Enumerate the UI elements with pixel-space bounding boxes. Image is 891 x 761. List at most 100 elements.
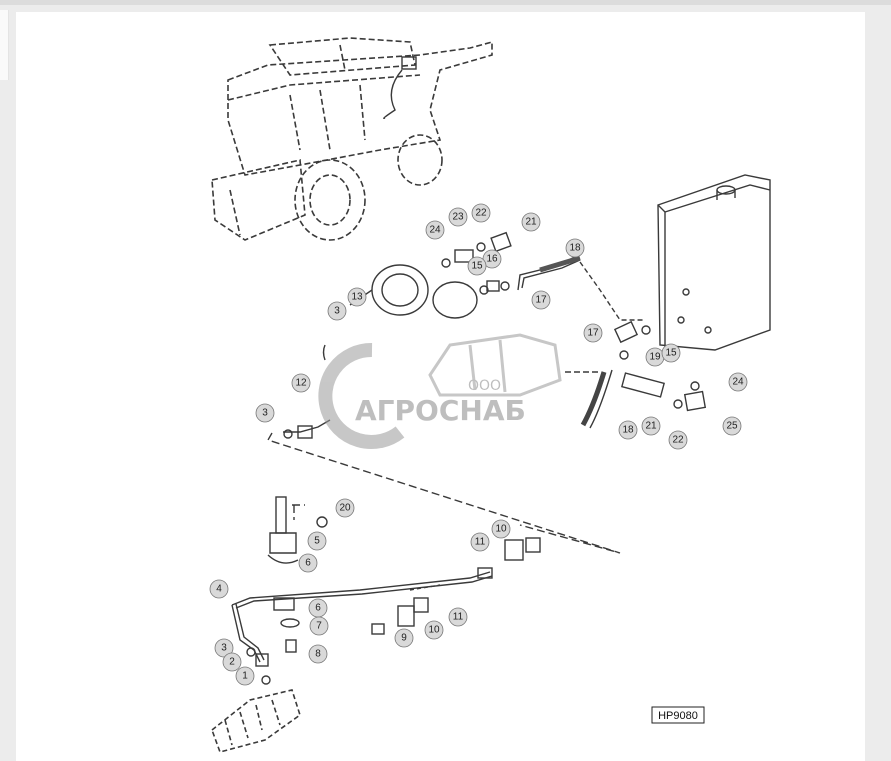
watermark-prefix: ООО — [468, 378, 501, 394]
callout-circle — [424, 620, 444, 640]
callout-label: 11 — [453, 612, 464, 623]
callout-label: 12 — [295, 378, 307, 389]
callout-circle — [327, 301, 347, 321]
callout-3: 3 — [214, 638, 234, 658]
callout-label: 6 — [315, 603, 321, 614]
callout-2: 2 — [222, 652, 242, 672]
callout-label: 25 — [726, 421, 738, 432]
callout-5: 5 — [307, 531, 327, 551]
callout-label: 21 — [645, 421, 657, 432]
left-fitting-assembly — [283, 344, 331, 439]
callout-circle — [491, 519, 511, 539]
callout-18: 18 — [618, 420, 638, 440]
callout-circle — [308, 644, 328, 664]
callout-3: 3 — [255, 403, 275, 423]
callout-label: 18 — [569, 243, 581, 254]
side-panel-edge — [0, 10, 9, 80]
bottom-line-assembly — [231, 496, 541, 685]
callout-label: 10 — [495, 524, 507, 535]
callout-4: 4 — [209, 579, 229, 599]
callout-label: 10 — [428, 625, 440, 636]
callout-19: 19 — [645, 347, 665, 367]
callout-circle — [235, 666, 255, 686]
callout-label: 22 — [672, 435, 684, 446]
callout-label: 15 — [471, 261, 483, 272]
callout-13: 13 — [347, 287, 367, 307]
callout-circle — [641, 416, 661, 436]
callout-label: 20 — [339, 503, 351, 514]
callout-circle — [531, 290, 551, 310]
callout-1: 1 — [235, 666, 255, 686]
dashed-leader-lines — [266, 432, 621, 554]
callout-25: 25 — [722, 416, 742, 436]
callout-circle — [583, 323, 603, 343]
callout-circle — [394, 628, 414, 648]
callout-18: 18 — [565, 238, 585, 258]
watermark-company-name: АГРОСНАБ — [355, 394, 526, 427]
callout-label: 15 — [665, 348, 677, 359]
callout-circle — [255, 403, 275, 423]
callout-circle — [298, 553, 318, 573]
gear-logo-icon — [318, 342, 405, 449]
callout-circle — [521, 212, 541, 232]
callout-20: 20 — [335, 498, 355, 518]
reference-code-box: HP9080 — [651, 706, 705, 724]
callout-11: 11 — [470, 532, 490, 552]
harvester-logo-icon — [428, 333, 562, 397]
reference-code: HP9080 — [658, 710, 698, 722]
combine-harvester-sketch — [211, 37, 493, 241]
callout-circle — [448, 607, 468, 627]
callout-label: 22 — [475, 208, 487, 219]
callout-15: 15 — [467, 256, 487, 276]
callout-label: 11 — [475, 537, 486, 548]
callout-6: 6 — [308, 598, 328, 618]
callout-22: 22 — [668, 430, 688, 450]
callout-circle — [425, 220, 445, 240]
callout-circle — [471, 203, 491, 223]
callout-circle — [309, 616, 329, 636]
callout-21: 21 — [521, 212, 541, 232]
callout-label: 2 — [229, 657, 235, 668]
callout-17: 17 — [531, 290, 551, 310]
callout-12: 12 — [291, 373, 311, 393]
callout-label: 3 — [334, 306, 340, 317]
callout-label: 4 — [216, 584, 222, 595]
callout-circle — [291, 373, 311, 393]
callout-label: 23 — [452, 212, 464, 223]
callout-label: 19 — [649, 352, 661, 363]
callout-circle — [214, 638, 234, 658]
callout-label: 5 — [314, 536, 320, 547]
pump-assembly — [349, 264, 478, 319]
callout-label: 17 — [535, 295, 547, 306]
callout-24: 24 — [728, 372, 748, 392]
callout-15: 15 — [661, 343, 681, 363]
callout-3: 3 — [327, 301, 347, 321]
callout-circle — [618, 420, 638, 440]
callout-24: 24 — [425, 220, 445, 240]
callout-circle — [467, 256, 487, 276]
hydraulic-motor-sketch — [211, 689, 301, 753]
callout-21: 21 — [641, 416, 661, 436]
callout-8: 8 — [308, 644, 328, 664]
callout-circle — [661, 343, 681, 363]
callout-circle — [722, 416, 742, 436]
callout-circle — [307, 531, 327, 551]
callout-23: 23 — [448, 207, 468, 227]
lower-hose-assembly — [565, 320, 707, 429]
callout-label: 1 — [242, 671, 248, 682]
hydraulic-tank — [657, 174, 771, 351]
callout-label: 3 — [262, 408, 268, 419]
callout-circle — [335, 498, 355, 518]
callout-circle — [728, 372, 748, 392]
callout-circle — [222, 652, 242, 672]
callout-label: 17 — [587, 328, 599, 339]
callout-label: 6 — [305, 558, 311, 569]
callout-circle — [347, 287, 367, 307]
company-watermark: ООО АГРОСНАБ — [318, 333, 562, 449]
upper-hose-assembly — [441, 231, 645, 321]
top-border — [0, 0, 891, 5]
callout-7: 7 — [309, 616, 329, 636]
callout-17: 17 — [583, 323, 603, 343]
